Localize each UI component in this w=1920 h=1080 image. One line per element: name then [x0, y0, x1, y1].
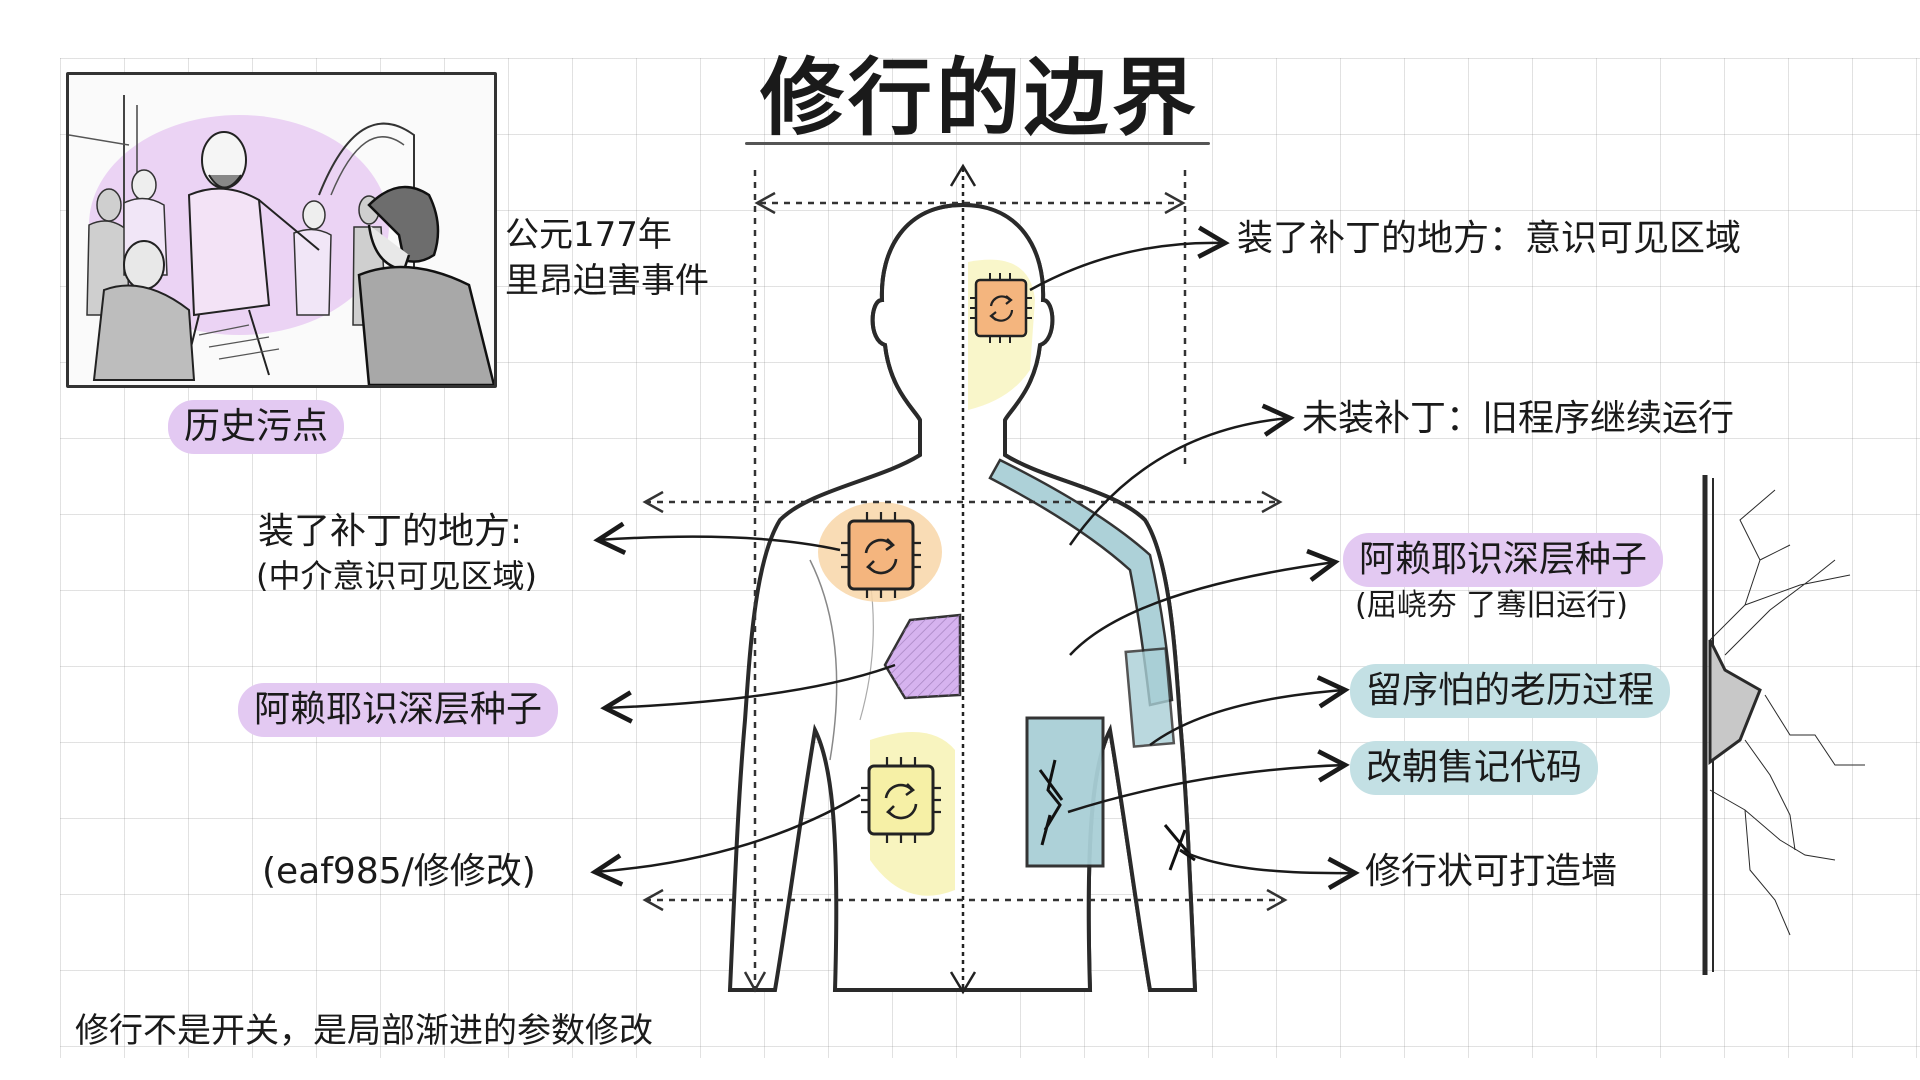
arrow-head-patch — [1029, 225, 1230, 292]
cracked-wall — [1702, 475, 1865, 975]
arrow-belly-patch — [590, 793, 861, 887]
arrow-chest-patch — [593, 521, 841, 555]
dashed-guides — [645, 170, 1285, 990]
arrow-seed-left — [600, 663, 896, 724]
footer-summary: 修行不是开关，是局部渐进的参数修改 — [75, 1011, 653, 1051]
history-caption-year: 公元177年 — [505, 215, 672, 255]
label-seed-right: 阿赖耶识深层种子 — [1343, 533, 1664, 587]
arrow-unpatched — [1068, 403, 1295, 546]
arrow-old-process — [1149, 675, 1350, 747]
arrow-seed-right — [1069, 548, 1340, 656]
history-caption: 公元177年 里昂迫害事件 — [505, 212, 709, 304]
title-underline — [745, 142, 1210, 145]
refresh-chip-icon — [970, 273, 1032, 343]
label-belly-patch: (eaf985/修修改) — [262, 851, 536, 892]
refresh-chip-icon — [841, 512, 921, 598]
refresh-chip-icon — [861, 757, 941, 843]
label-old-process: 留序怕的老历过程 — [1350, 664, 1671, 718]
page-title: 修行的边界 — [760, 49, 1201, 147]
label-seed-left: 阿赖耶识深层种子 — [238, 683, 559, 737]
label-chest-patch-sub: (中介意识可见区域) — [256, 557, 537, 595]
arrow-wall — [1179, 848, 1360, 891]
persecution-scene-sketch — [69, 95, 494, 385]
label-seed-right-sub: (屈峣夯 了骞旧运行) — [1355, 588, 1628, 623]
history-caption-event: 里昂迫害事件 — [505, 261, 709, 301]
cracked-code-block — [1025, 716, 1105, 868]
history-illustration — [66, 72, 497, 388]
label-chest-patch: 装了补丁的地方: — [258, 511, 523, 552]
label-code: 改朝售记代码 — [1350, 741, 1599, 795]
label-wall: 修行状可打造墙 — [1365, 851, 1618, 892]
arrow-code — [1067, 749, 1350, 814]
label-head-patch: 装了补丁的地方：意识可见区域 — [1237, 218, 1742, 259]
history-stain-tag: 历史污点 — [168, 400, 345, 454]
label-unpatched: 未装补丁：旧程序继续运行 — [1302, 398, 1735, 439]
